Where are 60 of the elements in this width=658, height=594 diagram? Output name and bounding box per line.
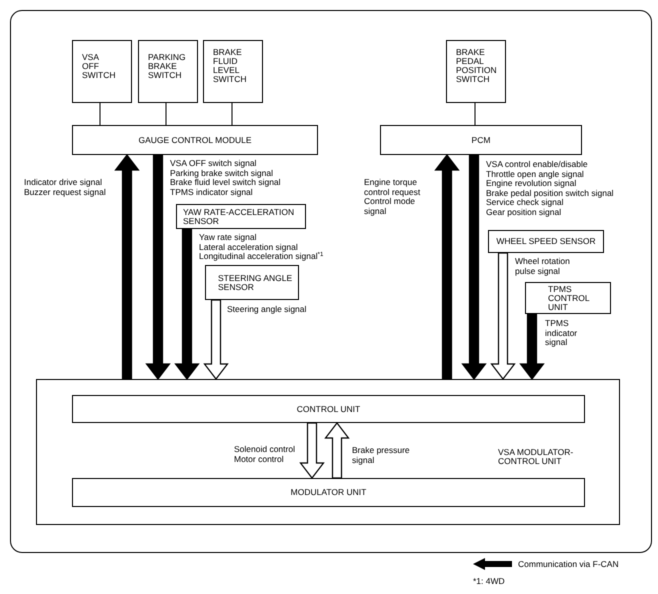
component-box [138, 40, 198, 103]
footnote: *1: 4WD [473, 577, 505, 587]
signal-name: Brake pedal position switch signal [486, 188, 614, 198]
module-group-box [36, 379, 620, 525]
component-label: VSA OFF SWITCH [82, 53, 116, 80]
component-box [488, 230, 604, 253]
component-label: CONTROL UNIT [296, 404, 360, 414]
component-box [72, 40, 132, 103]
signal-name: Motor control [234, 454, 284, 464]
component-box [176, 204, 306, 229]
component-label: YAW RATE-ACCELERATION SENSOR [183, 208, 294, 226]
block-arrow [324, 422, 350, 479]
signal-label: TPMS indicator signal [545, 319, 578, 348]
signal-name: Engine revolution signal [486, 179, 576, 189]
component-box [380, 125, 582, 155]
block-arrow [299, 422, 325, 479]
signal-name: Engine torque control request [364, 178, 420, 197]
signal-name: Lateral acceleration signal [199, 242, 298, 252]
signal-name: Longitudinal acceleration signal$^{*1}$ [199, 252, 324, 262]
component-label: STEERING ANGLE SENSOR [218, 274, 292, 292]
component-label: BRAKE FLUID LEVEL SWITCH [213, 48, 247, 84]
component-box [203, 40, 263, 103]
signal-name: Brake fluid level switch signal [170, 178, 281, 188]
signal-name: Parking brake switch signal [170, 168, 273, 178]
component-box [72, 125, 318, 155]
signal-name: Gear position signal [486, 208, 562, 218]
signal-label: Steering angle signal [227, 305, 306, 315]
component-label: BRAKE PEDAL POSITION SWITCH [456, 48, 497, 84]
block-arrow [461, 154, 487, 380]
component-label: PCM [472, 136, 490, 144]
component-label: WHEEL SPEED SENSOR [496, 237, 596, 246]
signal-label: Brake pressure signal [352, 446, 410, 466]
block-arrow [434, 154, 460, 380]
signal-name: Solenoid control [234, 445, 295, 455]
block-arrow [174, 228, 200, 380]
component-box [205, 265, 299, 300]
signal-name: Indicator drive signal [24, 178, 102, 188]
connector-line [474, 102, 476, 126]
block-arrow [145, 154, 171, 380]
signal-name: Yaw rate signal [199, 233, 256, 243]
signal-name: Buzzer request signal [24, 188, 106, 198]
signal-name: VSA control enable/disable [486, 160, 588, 170]
block-arrow [519, 313, 545, 380]
component-label: PARKING BRAKE SWITCH [148, 53, 186, 80]
component-label: MODULATOR UNIT [290, 488, 366, 497]
block-arrow [114, 154, 140, 380]
component-box [446, 40, 506, 103]
component-label: TPMS CONTROL UNIT [548, 284, 590, 312]
component-box [525, 282, 611, 314]
block-arrow [490, 252, 516, 380]
signal-name: Control mode signal [364, 197, 416, 216]
signal-name: Service check signal [486, 198, 564, 208]
signal-label: Wheel rotation pulse signal [515, 257, 570, 276]
component-box [72, 478, 585, 507]
signal-name: Throttle open angle signal [486, 170, 584, 179]
block-arrow [203, 299, 229, 380]
component-label: GAUGE CONTROL MODULE [138, 136, 252, 144]
component-label: VSA MODULATOR-CONTROL UNIT [498, 448, 574, 466]
legend-text: Communication via F-CAN [518, 559, 619, 569]
component-box [72, 395, 585, 423]
